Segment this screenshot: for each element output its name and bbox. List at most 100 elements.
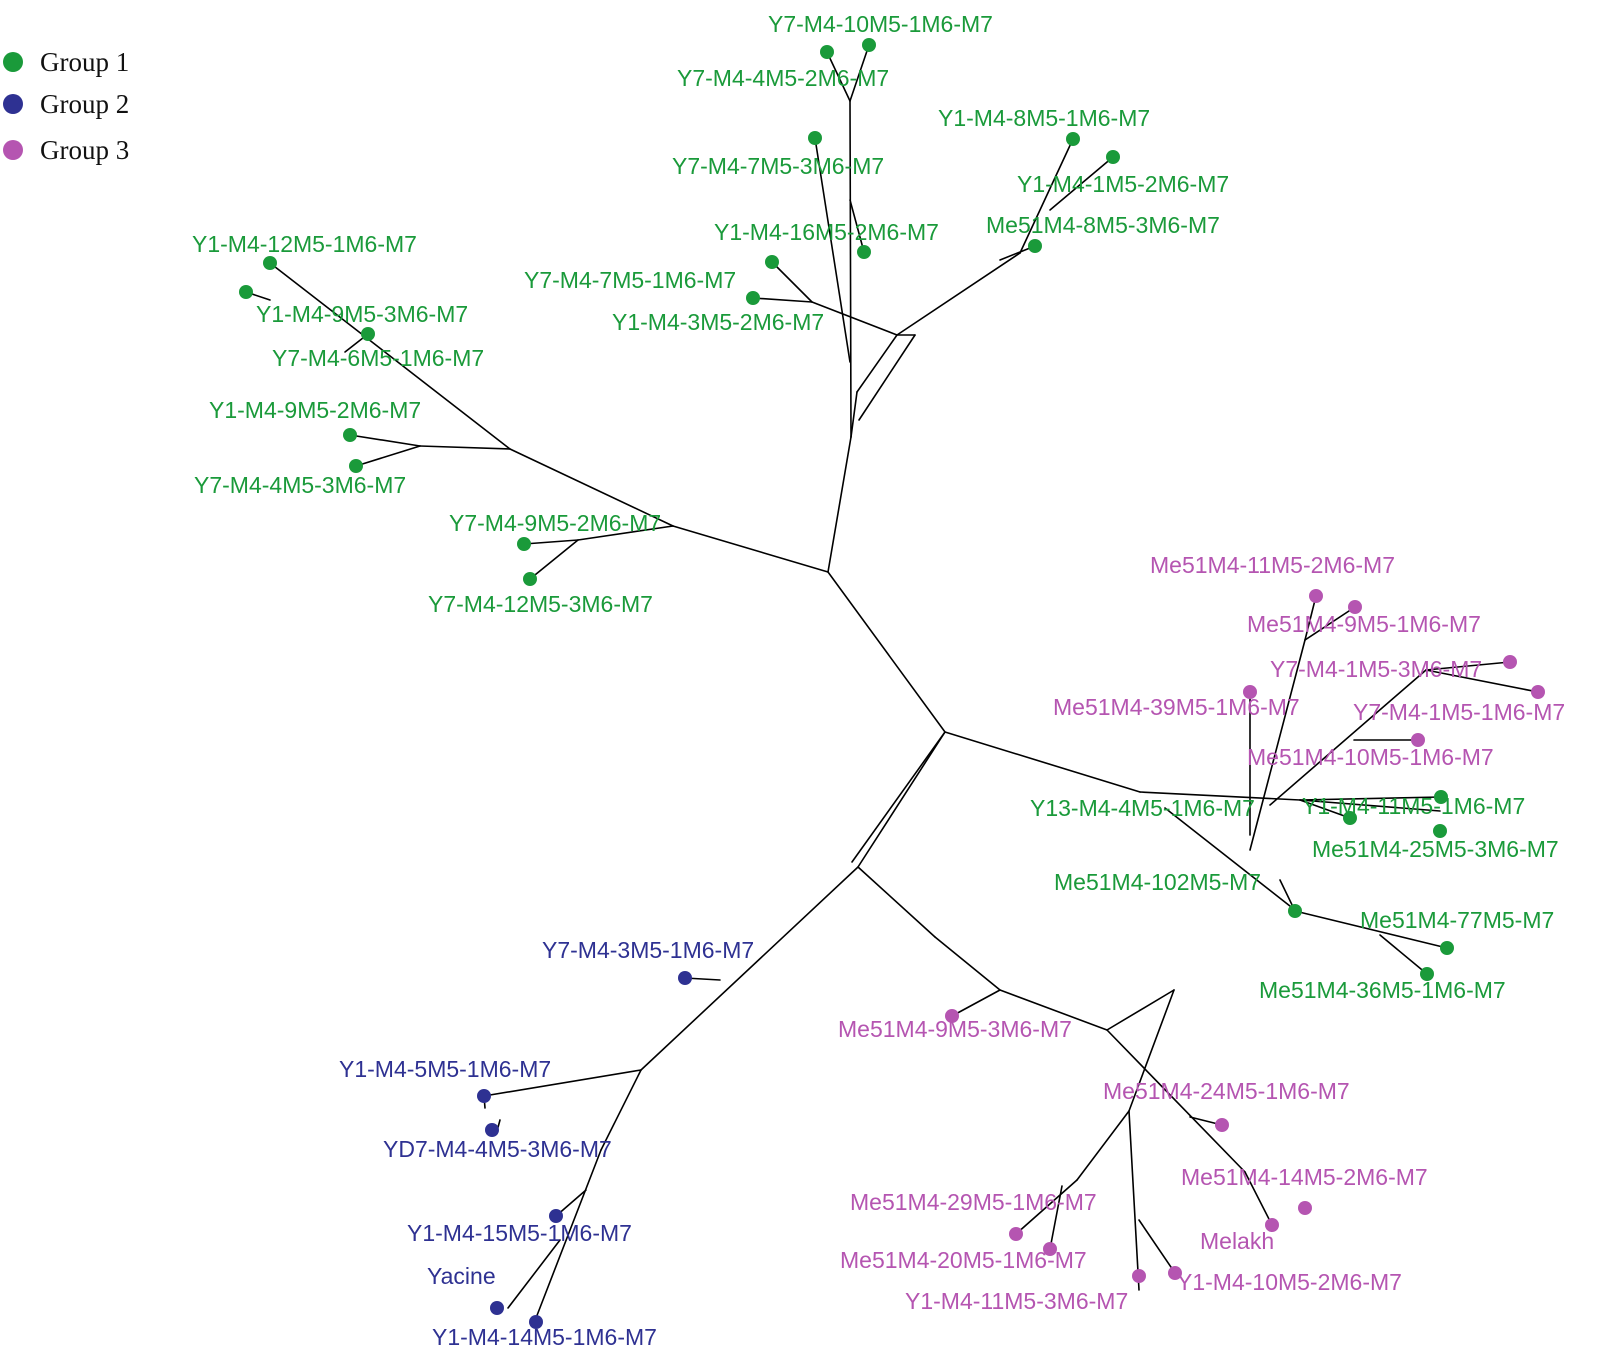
leaf-label-l9: Me51M4-8M5-3M6-M7 [986,212,1220,238]
branch-segment [1299,799,1351,819]
leaf-label-l22: Me51M4-10M5-1M6-M7 [1247,744,1494,770]
branch-segment [827,571,946,733]
leaf-node-l34 [529,1315,543,1329]
branch-segment [1015,1179,1078,1235]
leaf-label-l42: Y1-M4-10M5-2M6-M7 [1177,1269,1402,1295]
leaf-node-l19 [1503,655,1517,669]
leaf-label-l15: Y7-M4-9M5-2M6-M7 [449,510,661,536]
leaf-node-l38 [1265,1218,1279,1232]
leaf-label-l13: Y1-M4-9M5-2M6-M7 [209,397,421,423]
leaf-node-l31 [485,1123,499,1137]
branch-segment [857,731,946,868]
leaf-label-l16: Y7-M4-12M5-3M6-M7 [428,591,653,617]
leaf-label-l8: Y1-M4-1M5-2M6-M7 [1017,171,1229,197]
branch-segment [951,989,1001,1017]
branch-segment [1304,606,1356,641]
leaf-label-l41: Y1-M4-11M5-3M6-M7 [905,1288,1128,1314]
legend-label-group3: Group 3 [40,135,129,165]
leaf-node-l16 [523,572,537,586]
leaf-label-l19: Y7-M4-1M5-3M6-M7 [1270,656,1482,682]
branch-segment [1425,661,1511,671]
leaf-node-l9 [1028,239,1042,253]
leaf-node-l32 [549,1209,563,1223]
leaf-node-l21 [1531,685,1545,699]
leaf-label-l23: Y13-M4-4M5-1M6-M7 [1030,795,1255,821]
leaf-label-l6: Y1-M4-3M5-2M6-M7 [612,309,824,335]
leaf-label-l18: Me51M4-9M5-1M6-M7 [1247,611,1481,637]
leaf-node-l25 [1433,824,1447,838]
branch-segment [1299,799,1441,812]
branch-segment [577,525,674,541]
branch-segment [849,44,870,102]
leaf-label-l7: Y1-M4-8M5-1M6-M7 [938,105,1150,131]
leaf-node-l30 [477,1089,491,1103]
leaf-label-l12: Y7-M4-6M5-1M6-M7 [272,345,484,371]
branch-segment [856,334,898,393]
leaf-label-l38: Melakh [1200,1228,1274,1254]
branch-segment [1269,669,1427,806]
branch-segment [483,1069,642,1097]
leaf-node-l3 [808,131,822,145]
leaf-label-l5: Y7-M4-7M5-1M6-M7 [524,267,736,293]
leaf-node-l17 [1309,589,1323,603]
branch-segment [1139,791,1301,801]
leaf-label-l40: Me51M4-20M5-1M6-M7 [840,1247,1087,1273]
branch-segment [1244,1171,1273,1226]
branch-segment [529,539,579,580]
leaf-node-l10 [263,256,277,270]
branch-segment [1019,138,1074,254]
leaf-label-l2: Y7-M4-4M5-2M6-M7 [677,65,889,91]
leaf-node-l24 [1434,790,1448,804]
leaf-label-l21: Y7-M4-1M5-1M6-M7 [1353,699,1565,725]
leaf-node-l7 [1066,132,1080,146]
leaf-node-l40 [1043,1242,1057,1256]
branch-segment [1299,796,1442,801]
leaf-label-l34: Y1-M4-14M5-1M6-M7 [432,1324,657,1350]
leaf-node-l8 [1106,150,1120,164]
leaf-node-l33 [490,1301,504,1315]
branch-segment [849,100,852,438]
leaf-label-l35: Me51M4-9M5-3M6-M7 [838,1016,1072,1042]
leaf-label-l30: Y1-M4-5M5-1M6-M7 [339,1056,551,1082]
leaf-label-l1: Y7-M4-10M5-1M6-M7 [768,11,993,37]
branch-segment [858,334,916,421]
branch-segment [640,866,859,1071]
branch-segment [1128,1110,1140,1291]
leaf-node-l1 [862,38,876,52]
leaf-node-l4 [857,245,871,259]
branch-segment [827,436,852,573]
leaf-node-l42 [1168,1266,1182,1280]
branch-segment [1425,669,1539,693]
leaf-node-l14 [349,459,363,473]
branch-segment [1294,910,1448,949]
leaf-node-l11 [239,285,253,299]
leaf-node-l23 [1343,811,1357,825]
legend-marker-group2 [3,94,23,114]
branch-segment [999,989,1108,1031]
leaf-label-l37: Me51M4-14M5-2M6-M7 [1181,1164,1428,1190]
branch-segment [1138,1219,1176,1274]
branch-segment [419,445,511,450]
branch-segment [1304,595,1317,641]
leaf-node-l18 [1348,600,1362,614]
branch-segment [1164,807,1296,911]
leaf-label-l32: Y1-M4-15M5-1M6-M7 [407,1220,632,1246]
legend-marker-group3 [3,140,23,160]
tree-labels: Y7-M4-10M5-1M6-M7Y7-M4-4M5-2M6-M7Y7-M4-7… [192,11,1565,1350]
leaf-label-l17: Me51M4-11M5-2M6-M7 [1150,552,1395,578]
branch-segment [355,445,421,467]
leaf-node-l35 [945,1009,959,1023]
branch-segment [672,525,829,573]
tree-tips [239,38,1545,1329]
legend-label-group2: Group 2 [40,89,129,119]
branch-segment [523,539,579,545]
leaf-node-l41 [1132,1269,1146,1283]
legend-label-group1: Group 1 [40,47,129,77]
leaf-node-l37 [1298,1201,1312,1215]
branch-segment [535,1149,602,1319]
branch-segment [826,51,851,102]
branch-segment [896,252,1021,336]
leaf-label-l39: Me51M4-29M5-1M6-M7 [850,1189,1097,1215]
leaf-node-l29 [678,971,692,985]
